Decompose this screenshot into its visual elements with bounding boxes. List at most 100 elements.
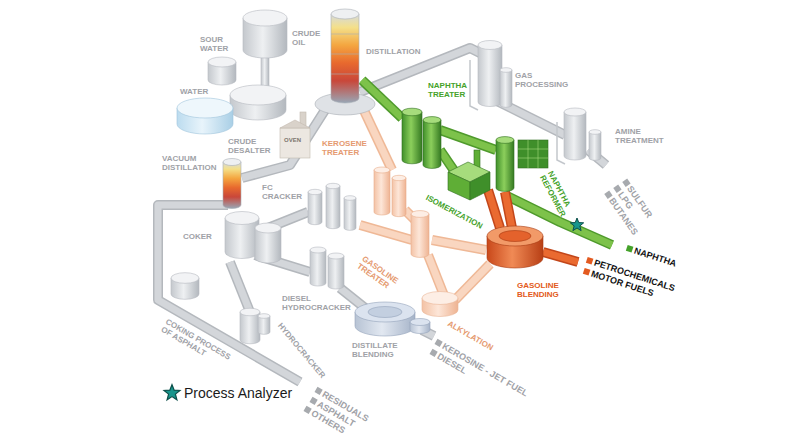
peach-pipes-part-part	[432, 240, 486, 250]
hydrocracker-part	[240, 312, 260, 344]
peach-pipes-part-part	[455, 264, 490, 300]
isomerization-unit	[448, 150, 490, 200]
product-label: NAPHTHA	[625, 244, 678, 269]
fc-cracker-part	[308, 192, 322, 225]
legend-text: Process Analyzer	[184, 385, 292, 402]
fc-cracker-part	[308, 189, 322, 194]
gray-pipes-part-part	[230, 262, 250, 312]
gasoline-blending-tank-part	[487, 226, 543, 246]
hydrocracker-part	[258, 316, 270, 334]
orange-pipes-part-part	[488, 190, 500, 228]
green-pipes-part-part	[440, 150, 455, 172]
diesel-hydrocracker	[310, 247, 344, 289]
orange-pipes-part-part	[505, 192, 512, 228]
unit-label: CRUDE DESALTER	[228, 138, 271, 156]
unit-label: FC CRACKER	[262, 184, 302, 202]
coking-tank-part	[171, 273, 199, 284]
gas-processing-unit-part	[478, 41, 502, 50]
naphtha-treater-part	[402, 108, 422, 116]
orange-pipes-part-part	[488, 190, 500, 228]
green-pipes-part-part	[440, 130, 496, 150]
alkylation-unit-part	[422, 292, 458, 305]
vacuum-distillation-column	[223, 159, 241, 209]
unit-label: GAS PROCESSING	[515, 72, 568, 90]
amine-treatment-unit-part	[589, 130, 601, 135]
green-pipes-part-part	[440, 150, 455, 172]
naphtha-treater-part	[423, 117, 441, 124]
distillation-column-part	[331, 14, 359, 103]
naphtha-reformer-part	[518, 140, 548, 168]
gasoline-blending-tank-part	[499, 231, 531, 242]
naphtha-reformer-part	[518, 158, 548, 159]
fc-cracker-part	[344, 196, 356, 201]
diesel-hydrocracker-part	[310, 247, 326, 253]
distillation-column-part	[331, 34, 359, 35]
gray-pipes-part-part	[158, 205, 300, 382]
unit-label: AMINE TREATMENT	[615, 128, 664, 146]
unit-label: WATER	[180, 88, 208, 97]
kerosene-treater-part	[392, 175, 406, 180]
gasoline-treater	[411, 211, 429, 258]
amine-treatment-unit	[557, 108, 601, 164]
peach-pipes-part-part	[360, 225, 412, 240]
gas-processing-unit-part	[470, 60, 478, 110]
unit-label: SOUR WATER	[200, 36, 228, 54]
alkylation-unit	[422, 292, 458, 317]
hydrocracker-part	[240, 308, 260, 316]
unit-label: GASOLINE BLENDING	[517, 282, 559, 300]
vacuum-distillation-column-part	[223, 159, 241, 166]
naphtha-reformer-part	[496, 140, 514, 191]
unit-label: VACUUM DISTILLATION	[162, 155, 217, 173]
gasoline-treater-part	[411, 214, 429, 257]
naphtha-reformer-part	[496, 137, 514, 144]
crude-desalter-part	[230, 85, 286, 105]
unit-label: GASOLINE TREATER	[355, 255, 399, 293]
kerosene-treater-part	[374, 170, 390, 215]
unit-label: KEROSENE TREATER	[322, 140, 367, 158]
unit-label: COKING PROCESS OF ASPHALT	[159, 318, 234, 371]
naphtha-treater-part	[423, 120, 441, 168]
unit-label: OVEN	[284, 137, 301, 144]
gray-pipes-part-part	[158, 205, 300, 382]
water-tank-part	[177, 98, 233, 118]
distillation-column-part	[331, 74, 359, 75]
process-analyzer-star-part	[570, 218, 583, 231]
isomerization-unit-part	[448, 172, 470, 200]
gasoline-blending-tank	[487, 226, 543, 268]
orange-pipes-part-part	[543, 252, 578, 262]
amine-treatment-unit-part	[564, 108, 586, 116]
sour-water-tank	[208, 57, 236, 85]
water-tank	[177, 98, 233, 134]
diesel-hydrocracker-part	[328, 253, 344, 259]
amine-treatment-unit-part	[557, 122, 565, 164]
naphtha-treater	[402, 108, 441, 168]
legend-star-part	[164, 385, 180, 400]
distillation-column-part	[331, 9, 359, 19]
vacuum-distillation-column-part	[223, 162, 241, 209]
naphtha-treater-part	[402, 112, 422, 164]
crude-oil-tank-part	[243, 10, 287, 26]
diesel-hydrocracker-part	[328, 256, 344, 289]
distillation-column	[315, 9, 375, 115]
oven-part	[280, 128, 310, 158]
oven-part	[280, 120, 310, 128]
diesel-hydrocracker-part	[310, 250, 326, 286]
unit-label: DISTILLATION	[366, 48, 421, 57]
oven	[280, 112, 310, 158]
fc-cracker-part	[344, 198, 356, 230]
amine-treatment-unit-part	[589, 132, 601, 160]
gas-processing-unit-part	[500, 70, 512, 107]
amine-treatment-unit-part	[564, 112, 586, 160]
unit-label: ISOMERIZATION	[424, 194, 484, 231]
hydrocracker	[240, 308, 270, 344]
unit-label: NAPHTHA TREATER	[428, 82, 467, 100]
orange-pipes-part-part	[505, 192, 512, 228]
kerosene-treater-part	[392, 178, 406, 217]
distillate-blending-tank-part	[355, 302, 415, 322]
naphtha-reformer-part	[528, 140, 529, 168]
crude-desalter	[230, 50, 286, 120]
distillate-blending-tank	[355, 302, 430, 336]
gas-processing-unit-part	[500, 68, 512, 73]
